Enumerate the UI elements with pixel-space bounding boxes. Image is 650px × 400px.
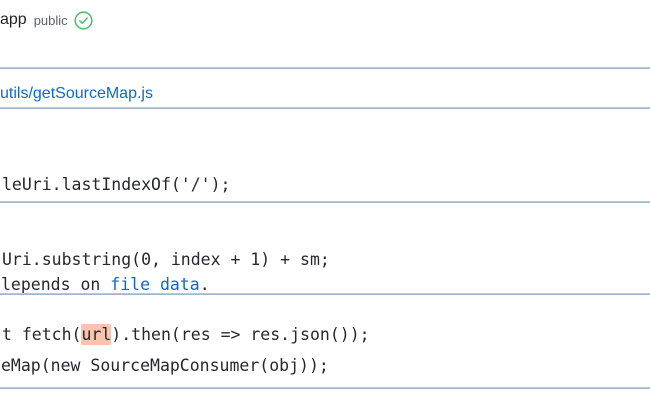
divider xyxy=(0,107,650,109)
check-circle-icon[interactable] xyxy=(74,10,93,30)
divider xyxy=(0,293,650,295)
divider xyxy=(0,201,650,203)
repo-header: app public xyxy=(0,8,93,32)
repo-visibility-label: public xyxy=(33,12,68,28)
code-line[interactable]: lepends on file data. xyxy=(1,272,210,297)
code-line[interactable]: Uri.substring(0, index + 1) + sm; xyxy=(2,250,330,269)
divider xyxy=(0,67,650,69)
code-snippet: leUri.lastIndexOf('/'); Uri.substring(0,… xyxy=(2,122,370,397)
divider xyxy=(0,387,650,389)
code-snippet: eMap(new SourceMapConsumer(obj)); xyxy=(1,303,329,400)
code-line[interactable]: t fetch(url).then(res => res.json()); xyxy=(2,322,370,347)
text-snippet: lepends on file data. xyxy=(1,222,210,347)
snippet-text: lepends on xyxy=(1,275,111,294)
snippet-text: . xyxy=(199,275,210,294)
code-text: ).then(res => res.json()); xyxy=(111,325,370,344)
search-match-highlight: url xyxy=(81,324,112,345)
code-line[interactable]: leUri.lastIndexOf('/'); xyxy=(2,175,231,194)
file-path-link[interactable]: utils/getSourceMap.js xyxy=(0,85,153,102)
code-text: t fetch( xyxy=(2,325,82,344)
code-line[interactable]: eMap(new SourceMapConsumer(obj)); xyxy=(1,356,329,375)
file-data-link[interactable]: file data xyxy=(110,275,200,294)
repo-name[interactable]: app xyxy=(0,11,27,28)
